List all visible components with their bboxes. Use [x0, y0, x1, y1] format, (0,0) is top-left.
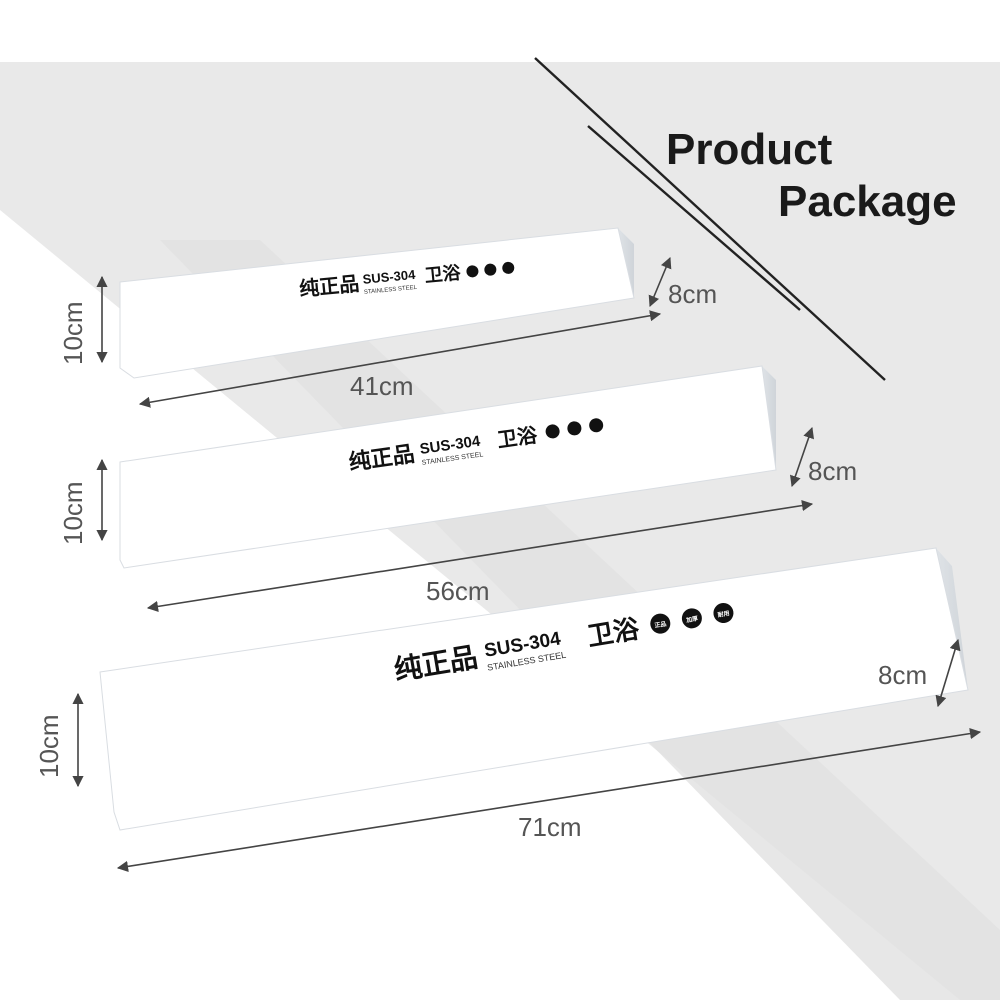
dimension-height-label: 10cm [58, 481, 88, 545]
heading-line-2: Package [778, 177, 957, 226]
dimension-arrow-depth [789, 426, 815, 488]
dimension-depth-label: 8cm [878, 660, 927, 690]
svg-text:SUS-304: SUS-304 [362, 267, 417, 287]
decor-line-1 [534, 57, 886, 381]
svg-text:卫浴: 卫浴 [496, 423, 540, 452]
svg-text:耐用: 耐用 [717, 609, 730, 619]
svg-text:STAINLESS STEEL: STAINLESS STEEL [364, 285, 418, 296]
dimension-length-label: 41cm [350, 371, 414, 401]
heading-line-1: Product [666, 125, 833, 174]
svg-text:加厚: 加厚 [684, 614, 698, 624]
dimension-arrow-length [146, 500, 814, 612]
box-large: 纯正品 SUS-304 STAINLESS STEEL 卫浴 正品 加厚 耐用 … [34, 547, 982, 872]
box-medium: 纯正品 SUS-304 STAINLESS STEEL 卫浴 10cm 56cm… [58, 365, 857, 612]
svg-text:正品: 正品 [654, 620, 667, 630]
box-small-print: 纯正品 SUS-304 STAINLESS STEEL 卫浴 [298, 261, 515, 301]
dimension-depth-label: 8cm [808, 456, 857, 486]
dimension-height-label: 10cm [58, 301, 88, 365]
box-small: 纯正品 SUS-304 STAINLESS STEEL 卫浴 10cm 41cm… [58, 227, 717, 408]
decor-line-2 [587, 125, 801, 311]
dimension-depth-label: 8cm [668, 279, 717, 309]
dimension-height-label: 10cm [34, 714, 64, 778]
dimension-arrow-length [138, 310, 662, 408]
dimension-length-label: 71cm [518, 812, 582, 842]
svg-text:纯正品: 纯正品 [298, 271, 360, 301]
svg-text:卫浴: 卫浴 [424, 262, 463, 286]
dimension-arrow-depth [648, 256, 672, 308]
dimension-arrow-length [116, 728, 982, 872]
dimension-arrow-depth [935, 638, 961, 708]
dimension-length-label: 56cm [426, 576, 490, 606]
